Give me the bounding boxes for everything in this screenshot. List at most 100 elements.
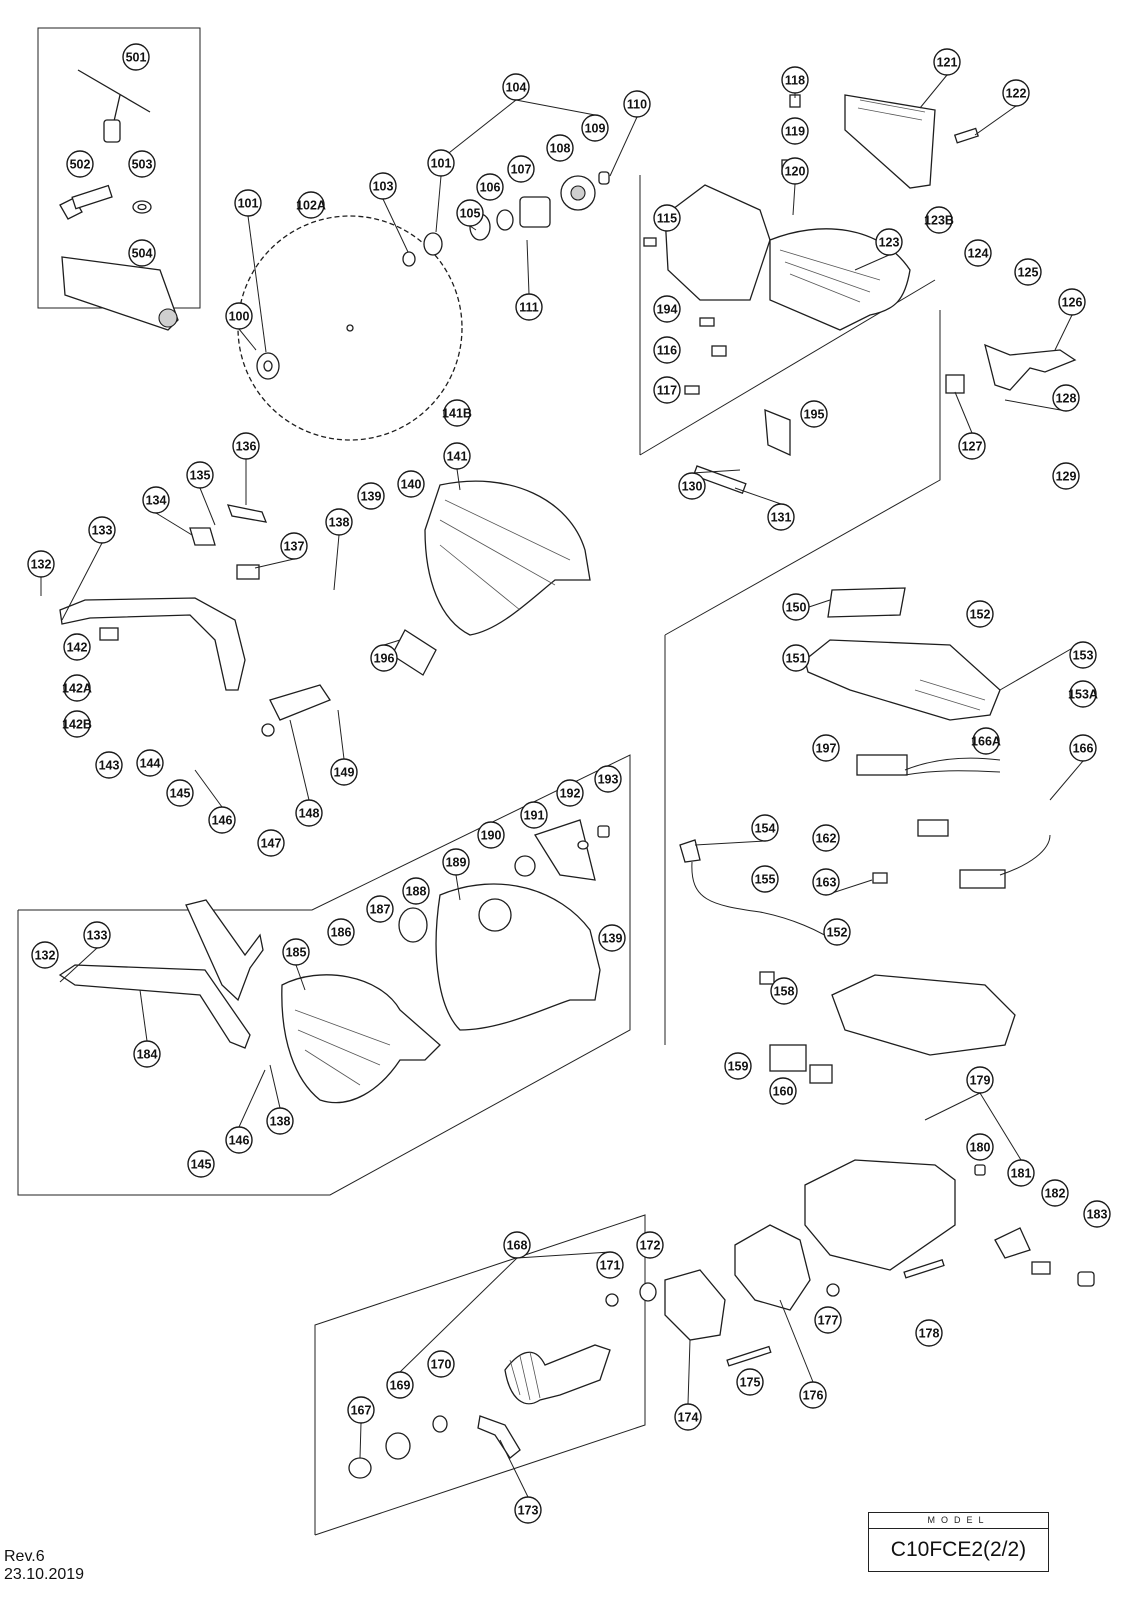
callout-label: 177: [818, 1314, 839, 1328]
part-callout: 119: [781, 117, 809, 145]
part-callout: 123: [875, 228, 903, 256]
callout-label: 150: [786, 601, 807, 615]
callout-label: 127: [962, 440, 983, 454]
callout-circle: [781, 157, 809, 185]
callout-label: 154: [755, 822, 776, 836]
callout-circle: [782, 593, 810, 621]
callout-circle: [282, 938, 310, 966]
callout-circle: [427, 1350, 455, 1378]
callout-circle: [357, 482, 385, 510]
callout-circle: [933, 48, 961, 76]
callout-circle: [966, 600, 994, 628]
callout-label: 142: [67, 641, 88, 655]
callout-circle: [799, 1381, 827, 1409]
callout-label: 100: [229, 310, 250, 324]
part-callout: 173: [514, 1496, 542, 1524]
part-callout: 138: [266, 1107, 294, 1135]
callout-circle: [1069, 734, 1097, 762]
part-callout: 503: [128, 150, 156, 178]
callout-label: 194: [657, 303, 678, 317]
callout-label: 104: [506, 81, 527, 95]
callout-label: 101: [238, 197, 259, 211]
callout-label: 139: [361, 490, 382, 504]
part-callout: 101: [234, 189, 262, 217]
part-callout: 502: [66, 150, 94, 178]
callout-circle: [598, 924, 626, 952]
callout-circle: [280, 532, 308, 560]
part-callout: 176: [799, 1381, 827, 1409]
callout-label: 160: [773, 1085, 794, 1099]
warning-label-icon: [391, 629, 437, 676]
part-callout: 104: [502, 73, 530, 101]
handle-grip-icon: [844, 94, 936, 189]
part-callout: 110: [623, 90, 651, 118]
motor-housing-icon: [804, 1159, 1095, 1287]
part-callout: 111: [515, 293, 543, 321]
part-callout: 192: [556, 779, 584, 807]
part-callout: 152: [823, 918, 851, 946]
part-callout: 160: [769, 1077, 797, 1105]
part-callout: 177: [814, 1306, 842, 1334]
callout-circle: [386, 1371, 414, 1399]
callout-circle: [751, 814, 779, 842]
part-callout: 171: [596, 1251, 624, 1279]
callout-circle: [507, 155, 535, 183]
callout-circle: [964, 239, 992, 267]
part-callout: 149: [330, 758, 358, 786]
callout-circle: [95, 751, 123, 779]
part-callout: 128: [1052, 384, 1080, 412]
callout-label: 178: [919, 1327, 940, 1341]
callout-label: 110: [627, 98, 647, 112]
callout-circle: [330, 758, 358, 786]
callout-label: 153A: [1068, 688, 1098, 702]
callout-label: 189: [446, 856, 467, 870]
callout-circle: [266, 1107, 294, 1135]
callout-circle: [767, 503, 795, 531]
part-callout: 193: [594, 765, 622, 793]
callout-label: 169: [390, 1379, 411, 1393]
callout-circle: [128, 239, 156, 267]
part-callout: 107: [507, 155, 535, 183]
callout-circle: [476, 173, 504, 201]
callout-label: 107: [511, 163, 532, 177]
callout-label: 171: [600, 1259, 621, 1273]
part-callout: 131: [767, 503, 795, 531]
part-callout: 148: [295, 799, 323, 827]
part-callout: 162: [812, 824, 840, 852]
callout-label: 132: [35, 949, 56, 963]
part-callout: 142B: [62, 710, 92, 738]
callout-label: 125: [1018, 266, 1039, 280]
callout-circle: [581, 114, 609, 142]
callout-circle: [327, 918, 355, 946]
callout-circle: [636, 1231, 664, 1259]
callout-label: 148: [299, 807, 320, 821]
part-callout: 108: [546, 134, 574, 162]
callout-circle: [369, 172, 397, 200]
callout-label: 174: [678, 1411, 699, 1425]
part-callout: 100: [225, 302, 253, 330]
part-callout: 185: [282, 938, 310, 966]
part-callout: 197: [812, 734, 840, 762]
part-callout: 139: [598, 924, 626, 952]
power-cord-icon: [679, 839, 841, 946]
callout-circle: [1041, 1179, 1069, 1207]
callout-label: 121: [937, 56, 958, 70]
callout-label: 149: [334, 766, 355, 780]
saw-blade-icon: [237, 215, 463, 441]
callout-circle: [812, 734, 840, 762]
model-name: C10FCE2(2/2): [890, 1538, 1027, 1561]
callout-circle: [781, 66, 809, 94]
part-callout: 126: [1058, 288, 1086, 316]
name-plate-icon: [827, 587, 906, 618]
callout-circle: [503, 1231, 531, 1259]
part-callout: 141: [443, 442, 471, 470]
callout-label: 146: [212, 814, 233, 828]
callout-circle: [366, 895, 394, 923]
part-callout: 183: [1083, 1200, 1111, 1228]
callout-circle: [812, 824, 840, 852]
callout-circle: [347, 1396, 375, 1424]
callout-label: 132: [31, 558, 52, 572]
part-callout: 132: [27, 550, 55, 578]
part-callout: 121: [933, 48, 961, 76]
